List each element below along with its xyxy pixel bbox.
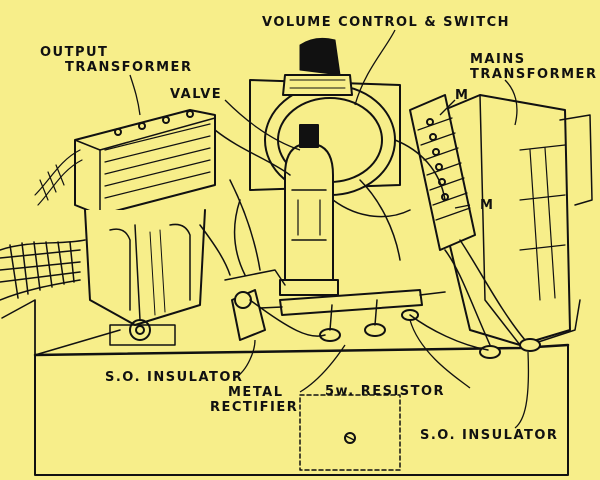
dashed-panel (299, 394, 401, 471)
label-output-transformer-line2: TRANSFORMER (65, 60, 193, 75)
label-so-insulator-left: S.O. INSULATOR (105, 370, 244, 385)
label-so-insulator-right: S.O. INSULATOR (420, 428, 559, 443)
label-metal-rectifier-line2: RECTIFIER (210, 400, 299, 415)
leader-lines (129, 29, 530, 429)
label-volume-control: VOLUME CONTROL & SWITCH (262, 15, 511, 30)
label-m-upper: M (455, 88, 470, 103)
label-metal-rectifier-line1: METAL (228, 385, 284, 400)
valve-tube (279, 124, 339, 296)
label-m-lower: M (480, 198, 495, 213)
label-output-transformer-line1: OUTPUT (40, 45, 109, 60)
insulators (319, 299, 541, 359)
label-mains-transformer-line1: MAINS (470, 52, 526, 67)
metal-rectifier (224, 269, 286, 341)
mains-cable (0, 239, 86, 301)
resistor (259, 289, 446, 316)
wiring (199, 129, 526, 351)
output-transformer (74, 109, 216, 346)
label-resistor: 5w. RESISTOR (325, 384, 446, 399)
label-mains-transformer-line2: TRANSFORMER (470, 67, 598, 82)
twisted-wires (34, 149, 83, 206)
mains-transformer (409, 94, 593, 346)
label-valve: VALVE (170, 87, 223, 102)
panel-screw (344, 432, 356, 444)
